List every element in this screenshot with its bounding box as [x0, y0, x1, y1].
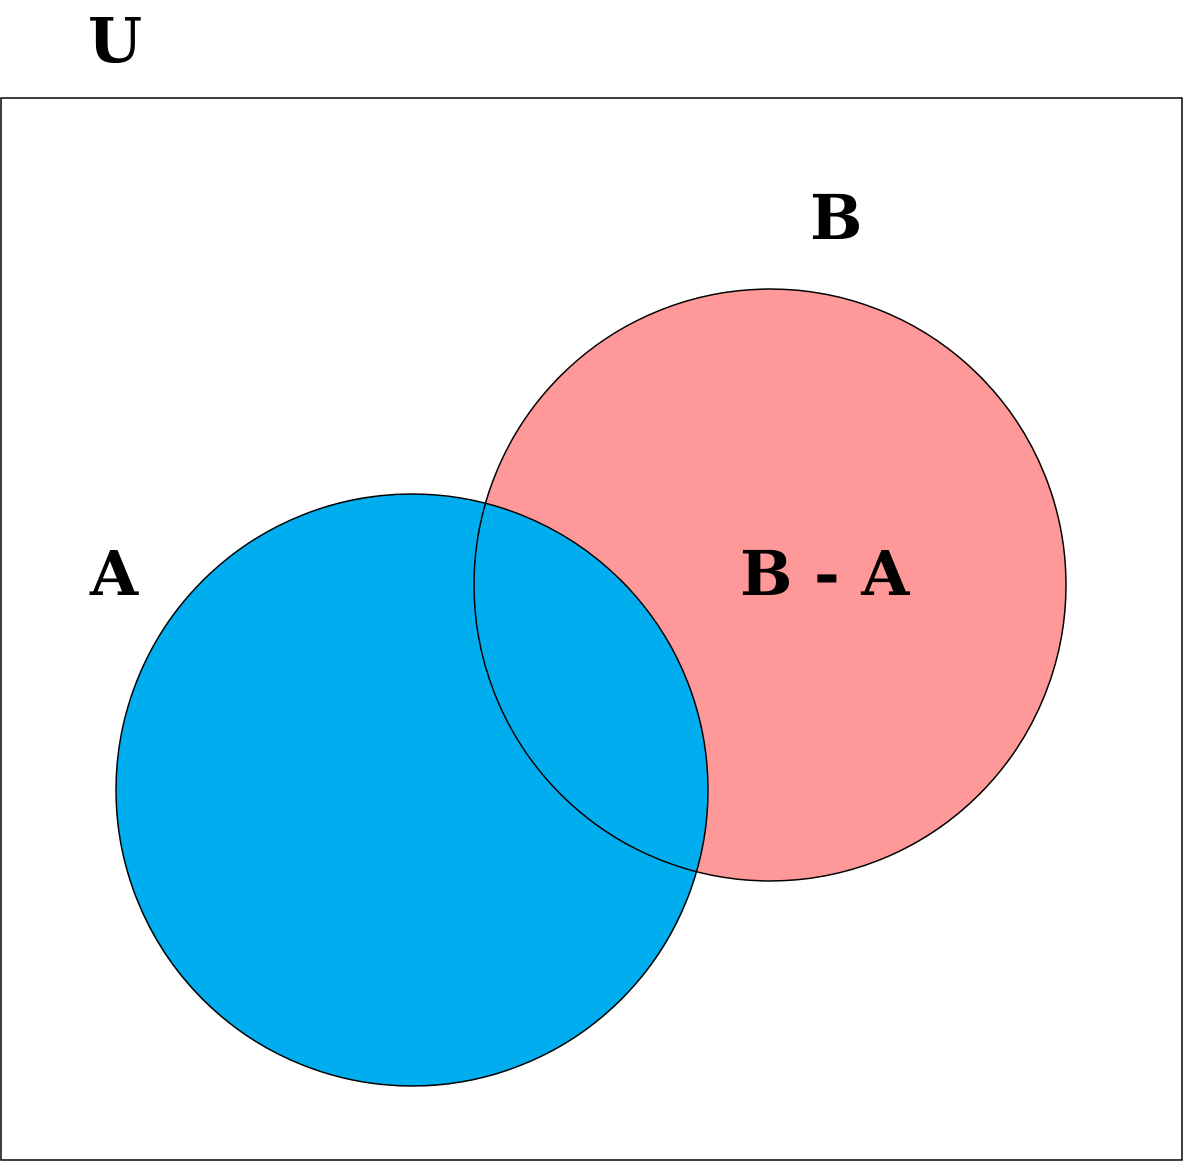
set-b-label: B: [810, 181, 862, 254]
set-a-label: A: [89, 537, 139, 610]
difference-region-label: B - A: [740, 537, 910, 610]
set-b-outline-inside-a: [473, 494, 708, 882]
set-a-circle: [115, 493, 709, 1087]
universe-label: U: [88, 4, 142, 77]
